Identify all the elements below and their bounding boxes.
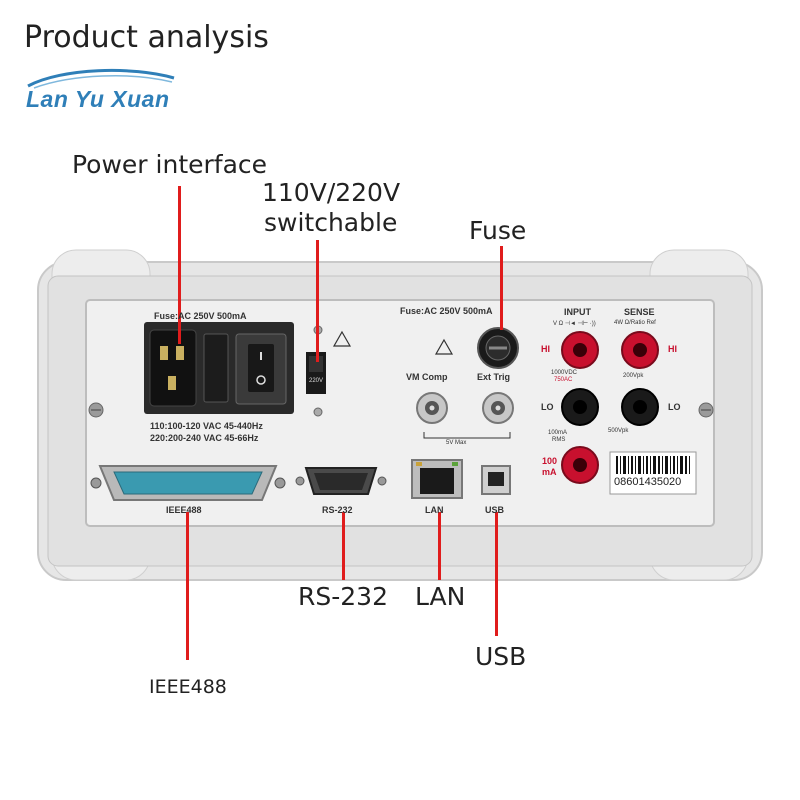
callout-line-power (178, 186, 181, 344)
callout-lan: LAN (415, 582, 466, 611)
callout-line-switch (316, 240, 319, 362)
port-label-usb: USB (485, 505, 505, 515)
page-title: Product analysis (24, 20, 269, 55)
vpk500-label: 500Vpk (608, 428, 629, 434)
brand-logo: Lan Yu Xuan (26, 86, 170, 112)
sense-label: SENSE (624, 307, 655, 317)
callout-fuse: Fuse (469, 216, 527, 245)
sense-sub-label: 4W Ω/Ratio Ref (614, 320, 656, 326)
ext-trig-label: Ext Trig (477, 372, 511, 382)
input-label: INPUT (564, 307, 591, 317)
barcode-icon (616, 456, 690, 474)
callout-line-lan (438, 512, 441, 580)
vpk200-label: 200Vpk (623, 373, 644, 379)
voltage-spec-2: 220:200-240 VAC 45-66Hz (150, 433, 259, 443)
hi-label-left: HI (541, 344, 550, 354)
callout-line-ieee (186, 512, 189, 660)
ma100-label-1: 100 (542, 456, 558, 466)
callout-switch-line1: 110V/220V (262, 178, 401, 207)
lo-label-right: LO (668, 402, 681, 412)
callout-power-interface: Power interface (72, 150, 268, 179)
vm-comp-label: VM Comp (406, 372, 448, 382)
lo-label-left: LO (541, 402, 554, 412)
port-label-rs232: RS-232 (322, 505, 353, 515)
callout-rs232: RS-232 (298, 582, 388, 611)
voltage-spec-1: 110:100-120 VAC 45-440Hz (150, 421, 263, 431)
ma100-label-2: mA (542, 467, 557, 477)
switch-value: 220V (309, 378, 324, 384)
hi-label-right: HI (668, 344, 677, 354)
port-label-ieee: IEEE488 (166, 505, 202, 515)
callout-switch-line2: switchable (264, 208, 398, 237)
v1000-label: 1000VDC (551, 370, 578, 376)
ma-rms-label-1: 100mA (548, 430, 568, 436)
callout-line-fuse (500, 246, 503, 330)
serial-number: 08601435020 (614, 476, 682, 488)
callout-usb: USB (475, 642, 527, 671)
ma-rms-label-2: RMS (552, 437, 566, 443)
callout-line-usb (495, 512, 498, 636)
callout-ieee488: IEEE488 (149, 676, 227, 698)
callout-line-rs232 (342, 512, 345, 580)
logo-swoosh-icon (27, 68, 175, 89)
v750-label: 750AC (554, 377, 573, 383)
bnc-note: 5V Max (446, 440, 467, 446)
fuse-rating-left: Fuse:AC 250V 500mA (154, 311, 247, 321)
fuse-rating-right: Fuse:AC 250V 500mA (400, 306, 493, 316)
input-sub-label: V Ω ⊣◄ ⊣⊢ ·)) (553, 321, 596, 327)
port-label-lan: LAN (425, 505, 444, 515)
